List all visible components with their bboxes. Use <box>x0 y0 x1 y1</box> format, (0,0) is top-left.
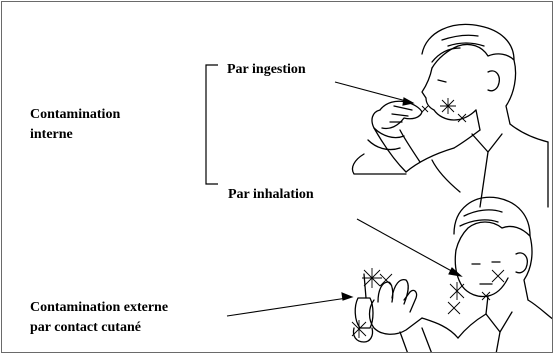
external-contamination-line2: par contact cutané <box>30 318 168 338</box>
figure-ingestion-icon <box>352 24 548 207</box>
inhalation-label: Par inhalation <box>228 185 314 205</box>
internal-contamination-line2: interne <box>30 125 120 145</box>
external-contamination-label: Contamination externe par contact cutané <box>30 298 168 338</box>
internal-contamination-line1: Contamination <box>30 105 120 125</box>
ingestion-label: Par ingestion <box>227 60 306 80</box>
internal-contamination-label: Contamination interne <box>30 105 120 145</box>
particles-bottom-icon <box>352 268 504 338</box>
internal-bracket <box>206 65 218 184</box>
external-contamination-line1: Contamination externe <box>30 298 168 318</box>
arrow-inhalation <box>357 219 461 276</box>
arrow-external <box>227 293 352 316</box>
